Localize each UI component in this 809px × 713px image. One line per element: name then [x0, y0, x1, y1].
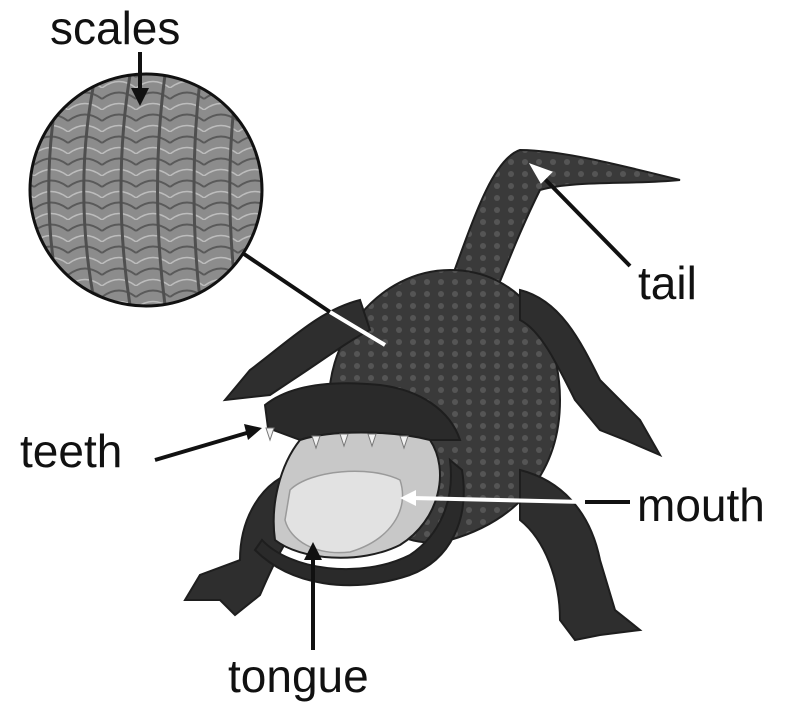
teeth-arrowhead: [244, 424, 262, 440]
alligator: [185, 150, 680, 640]
zoom-link-line-dark: [244, 254, 330, 312]
label-mouth: mouth: [637, 482, 765, 528]
label-teeth: teeth: [20, 428, 122, 474]
tail-arrow: [538, 172, 630, 266]
scales-zoom-circle: [30, 74, 262, 306]
alligator-front-right-leg: [520, 470, 640, 640]
label-tongue: tongue: [228, 653, 369, 699]
label-scales: scales: [50, 5, 180, 51]
teeth-arrow: [155, 432, 250, 460]
label-tail: tail: [638, 260, 697, 306]
